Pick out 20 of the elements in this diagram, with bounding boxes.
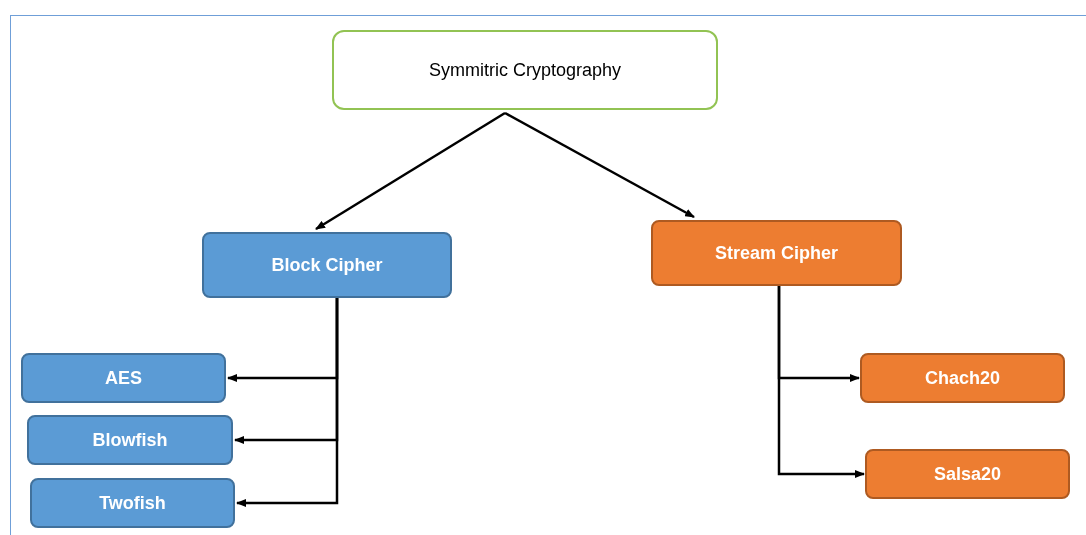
- process-box: [860, 353, 1065, 403]
- root-box: [332, 30, 718, 110]
- node-label: Block Cipher: [271, 253, 383, 277]
- arrow: [315, 111, 506, 231]
- process-box: [27, 415, 233, 465]
- node-label: Stream Cipher: [714, 241, 838, 265]
- node-label: Salsa20: [933, 462, 1002, 486]
- process-box: [651, 220, 902, 286]
- process-box: [202, 232, 452, 298]
- node-label: Chach20: [924, 366, 1000, 390]
- node-label: Twofish: [99, 491, 166, 515]
- node-label: Symmitric Cryptography: [428, 58, 621, 82]
- process-box: [865, 449, 1070, 499]
- arrow: [236, 298, 339, 507]
- node-label: Blowfish: [92, 428, 168, 452]
- node-label: AES: [105, 366, 142, 390]
- arrow: [777, 286, 865, 478]
- process-box: [30, 478, 235, 528]
- arrow: [504, 111, 695, 219]
- process-box: [21, 353, 226, 403]
